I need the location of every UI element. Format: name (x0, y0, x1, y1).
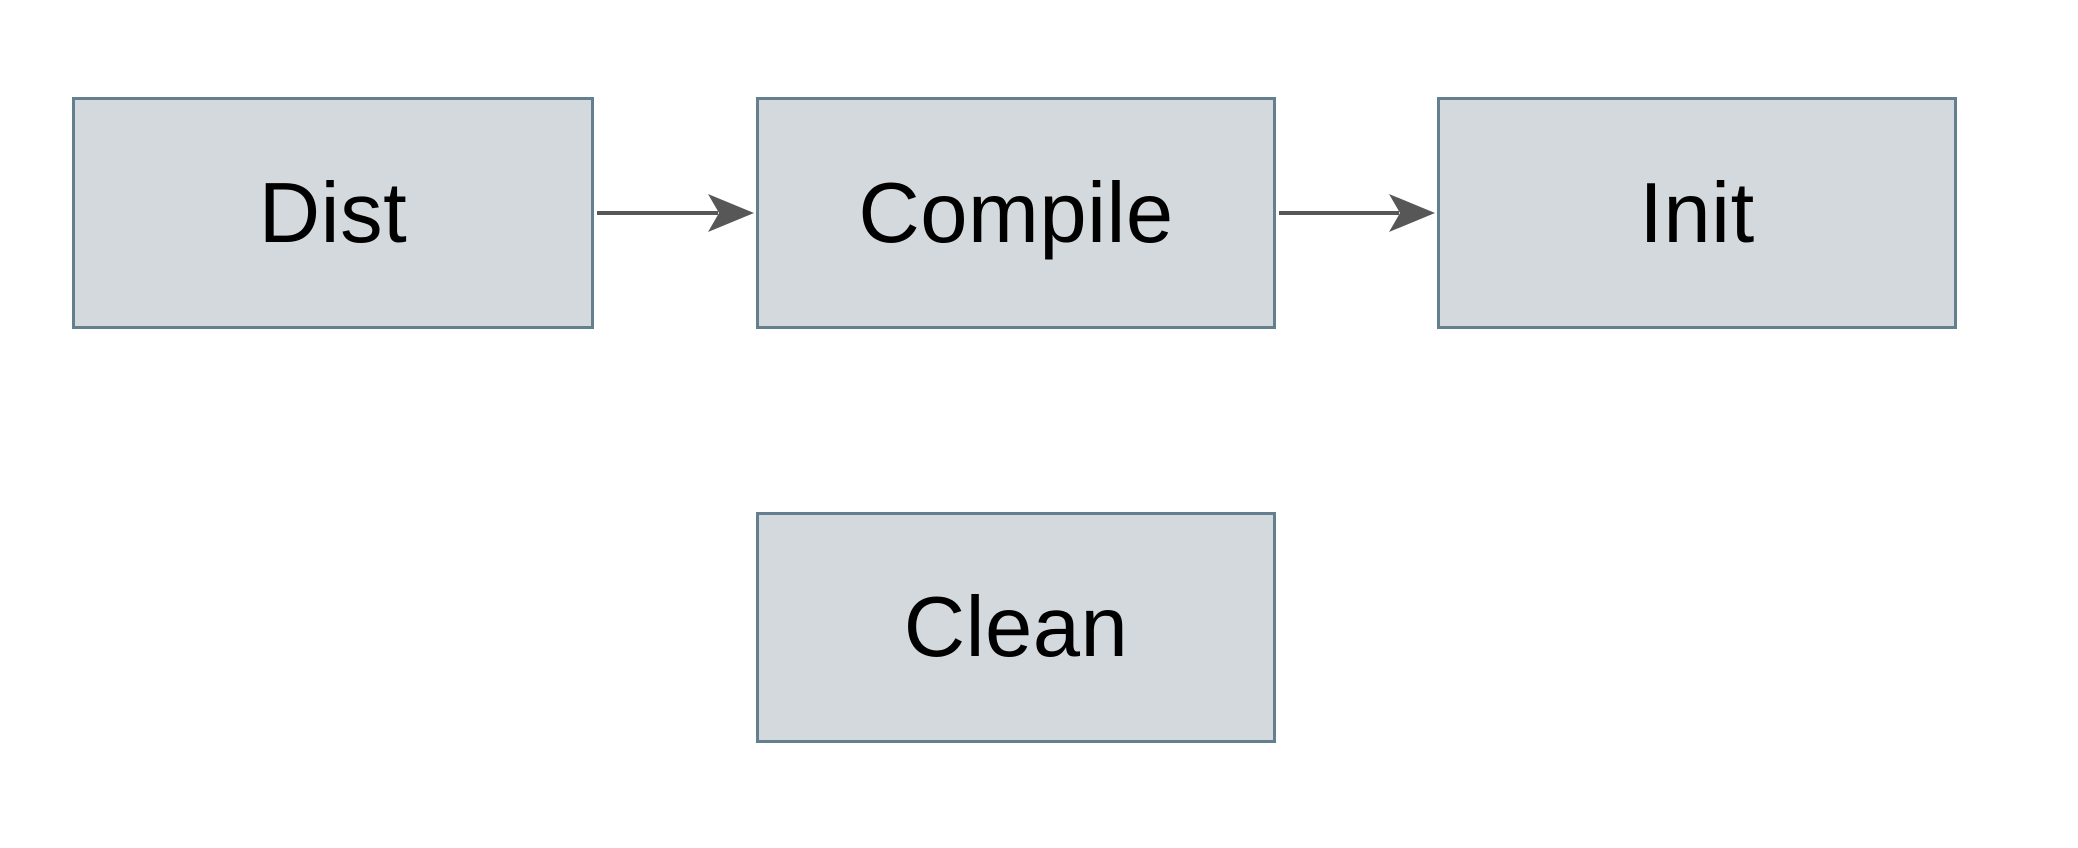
node-dist-label: Dist (258, 165, 408, 261)
node-init-label: Init (1639, 165, 1755, 261)
node-clean[interactable]: Clean (756, 512, 1276, 743)
node-dist[interactable]: Dist (72, 97, 594, 329)
connector-dist-compile-arrow (597, 194, 754, 232)
connector-compile-init-arrow (1279, 194, 1435, 232)
node-init[interactable]: Init (1437, 97, 1957, 329)
node-compile-label: Compile (858, 165, 1174, 261)
node-clean-label: Clean (903, 580, 1129, 675)
node-compile[interactable]: Compile (756, 97, 1276, 329)
